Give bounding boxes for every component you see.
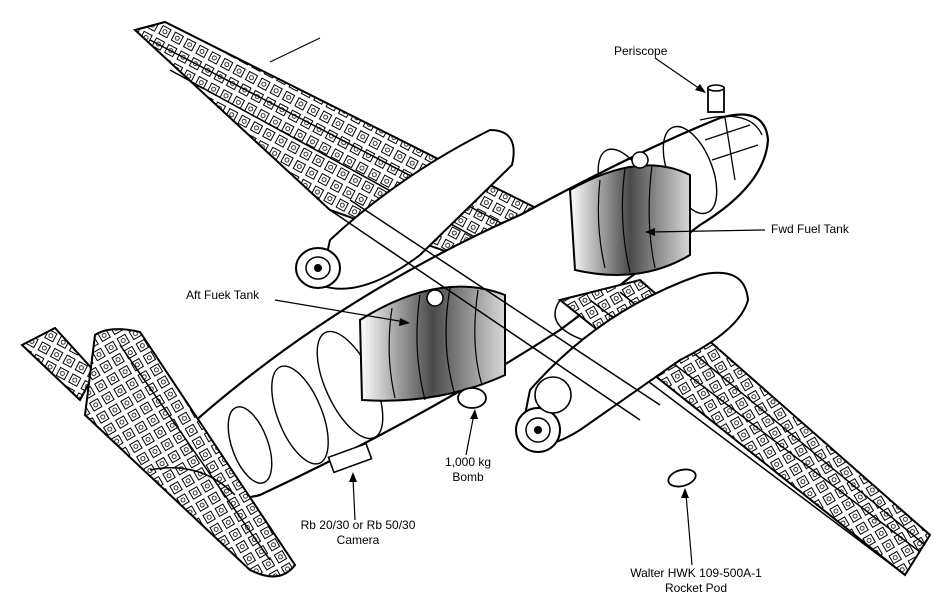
periscope-arrow: [654, 57, 704, 92]
rocket-pod-arrow: [685, 493, 693, 566]
tailplane: [20, 326, 297, 578]
antenna-mast: [269, 37, 321, 63]
rocket-pod-label-line1: Walter HWK 109-500A-1: [630, 566, 762, 580]
rocket-pod-label-line2: Rocket Pod: [664, 581, 728, 595]
camera-label-line2: Camera: [336, 533, 380, 547]
right-engine: [515, 271, 750, 453]
left-engine: [295, 128, 515, 290]
bomb-arrow: [465, 413, 475, 456]
camera-arrow: [352, 477, 356, 521]
tailplane-elevator: [149, 467, 236, 496]
forward-fuel-tank: [568, 151, 691, 276]
camera-part: [327, 442, 373, 474]
rocket-pod-label: Walter HWK 109-500A-1 Rocket Pod: [622, 566, 770, 596]
aft-fuel-tank-label: Aft Fuek Tank: [186, 288, 260, 302]
nose-glazing: [699, 115, 763, 181]
camera-label: Rb 20/30 or Rb 50/30 Camera: [280, 518, 436, 548]
periscope-label: Periscope: [614, 44, 668, 58]
rocket-pod-part: [667, 468, 697, 488]
camera-label-line1: Rb 20/30 or Rb 50/30: [300, 518, 416, 532]
bomb-label: 1,000 kg Bomb: [420, 455, 516, 485]
bomb-label-line1: 1,000 kg: [444, 455, 492, 469]
aft-fuel-tank: [358, 285, 506, 402]
aft-fuel-tank-arrow: [274, 299, 406, 323]
fwd-fuel-tank-arrow: [649, 229, 766, 233]
callout-arrows: [274, 57, 766, 566]
bomb-part: [457, 387, 487, 409]
bomb-label-line2: Bomb: [452, 470, 484, 484]
fwd-fuel-tank-label: Fwd Fuel Tank: [771, 222, 849, 236]
